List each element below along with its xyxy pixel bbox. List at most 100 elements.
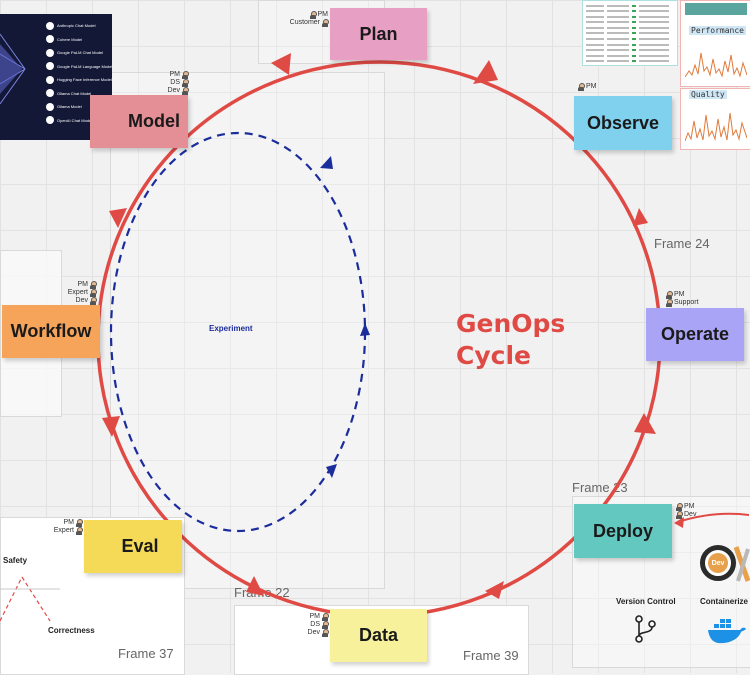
model-list-item: Ollama Model <box>46 100 110 114</box>
person-icon <box>666 291 673 299</box>
sticky-deploy[interactable]: Deploy <box>574 504 672 558</box>
model-item-icon <box>46 75 54 84</box>
sticky-plan[interactable]: Plan <box>330 8 427 60</box>
cycle-arrow <box>634 413 656 434</box>
sticky-model-label: Model <box>128 111 180 131</box>
model-item-icon <box>46 21 54 30</box>
model-item-label: Anthropic Chat Model <box>57 23 96 29</box>
eval-tradeoff-graphic <box>0 576 60 622</box>
sticky-observe[interactable]: Observe <box>574 96 672 150</box>
model-list-item: Cohere Model <box>46 33 110 47</box>
person-icon <box>666 299 673 307</box>
sticky-operate[interactable]: Operate <box>646 308 744 361</box>
dashboard-table-cell <box>607 60 629 63</box>
version-control-label: Version Control <box>616 597 676 606</box>
sticky-workflow-label: Workflow <box>10 321 92 341</box>
roles-operate: PM Support <box>666 291 699 307</box>
role-label: PM <box>586 83 597 90</box>
person-icon <box>182 87 189 95</box>
role-label: Dev <box>75 297 88 304</box>
role-label: Support <box>674 299 699 306</box>
dashboard-table-cell <box>586 15 604 18</box>
role-row: Support <box>666 299 699 307</box>
role-label: Dev <box>307 629 320 636</box>
model-network-graphic <box>0 33 26 105</box>
cycle-arrow <box>633 208 648 226</box>
experiment-arrows <box>320 156 370 478</box>
person-icon <box>322 613 329 621</box>
dashboard-table-cell <box>639 4 669 7</box>
person-icon <box>322 19 329 27</box>
role-label: PM <box>309 613 321 620</box>
person-icon <box>676 511 683 519</box>
model-item-label: Hugging Face Inference Model <box>57 77 112 83</box>
role-label: Dev <box>684 511 697 518</box>
dashboard-table-cell <box>607 10 629 13</box>
experiment-label: Experiment <box>209 324 253 333</box>
cycle-arrow <box>485 581 504 599</box>
role-row: PM <box>676 503 696 511</box>
role-label: PM <box>63 519 75 526</box>
role-label: PM <box>684 503 695 510</box>
role-row: Dev <box>300 629 329 637</box>
dashboard-table-cell <box>639 49 669 52</box>
person-icon <box>578 83 585 91</box>
dashboard-table-cell <box>632 21 636 24</box>
dashboard-table-row <box>586 20 674 25</box>
dashboard-table-cell <box>586 10 604 13</box>
performance-label: Performance <box>689 26 746 35</box>
git-branch-icon <box>635 615 656 643</box>
eval-correctness-label: Correctness <box>48 626 95 635</box>
sticky-workflow[interactable]: Workflow <box>2 305 100 358</box>
sticky-eval-label: Eval <box>121 536 159 556</box>
role-row: Expert <box>56 289 97 297</box>
sticky-data[interactable]: Data <box>330 609 427 662</box>
dashboard-table-cell <box>607 32 629 35</box>
dashboard-table-panel <box>582 0 678 66</box>
dashboard-table-cell <box>639 38 669 41</box>
model-item-label: Google PaLM Chat Model <box>57 50 104 56</box>
performance-chart <box>685 52 747 78</box>
dashboard-table-row <box>586 25 674 30</box>
dashboard-table-cell <box>632 4 636 7</box>
ops-tool-graphic <box>734 546 750 582</box>
model-list-item: OpenAI Chat Model <box>46 114 110 128</box>
genops-title-line1: GenOps <box>456 309 566 338</box>
sticky-model[interactable]: Model <box>90 95 188 148</box>
dashboard-table-cell <box>639 21 669 24</box>
dashboard-table-cell <box>607 15 629 18</box>
roles-plan: PM Customer <box>282 11 329 27</box>
dashboard-table-row <box>586 31 674 36</box>
dashboard-table-row <box>586 42 674 47</box>
model-list-item: Hugging Face Inference Model <box>46 73 112 87</box>
person-icon <box>76 519 83 527</box>
docker-icon <box>708 619 746 644</box>
roles-data: PM DS Dev <box>300 613 329 637</box>
person-icon <box>90 281 97 289</box>
model-item-icon <box>46 102 54 111</box>
role-row: Dev <box>676 511 696 519</box>
dashboard-table-cell <box>632 32 636 35</box>
dashboard-table-cell <box>639 43 669 46</box>
dashboard-table-cell <box>586 26 604 29</box>
model-item-label: Google PaLM Language Model <box>57 63 112 69</box>
model-item-icon <box>46 116 54 125</box>
dev-badge-label: Dev <box>708 553 728 573</box>
role-label: PM <box>77 281 89 288</box>
sticky-eval[interactable]: Eval <box>84 520 182 573</box>
genops-title-line2: Cycle <box>456 341 531 370</box>
person-icon <box>76 527 83 535</box>
quality-chart <box>685 112 747 142</box>
sticky-operate-label: Operate <box>660 324 730 344</box>
dashboard-table-cell <box>607 26 629 29</box>
model-item-icon <box>46 62 54 71</box>
quality-label: Quality <box>689 90 727 99</box>
dev-cycle-badge: Dev <box>700 545 736 581</box>
role-row: PM <box>282 11 328 19</box>
role-row: PM <box>56 281 97 289</box>
dashboard-table-row <box>586 3 674 8</box>
dashboard-table-row <box>586 37 674 42</box>
dashboard-table-cell <box>586 43 604 46</box>
dashboard-table-cell <box>632 54 636 57</box>
